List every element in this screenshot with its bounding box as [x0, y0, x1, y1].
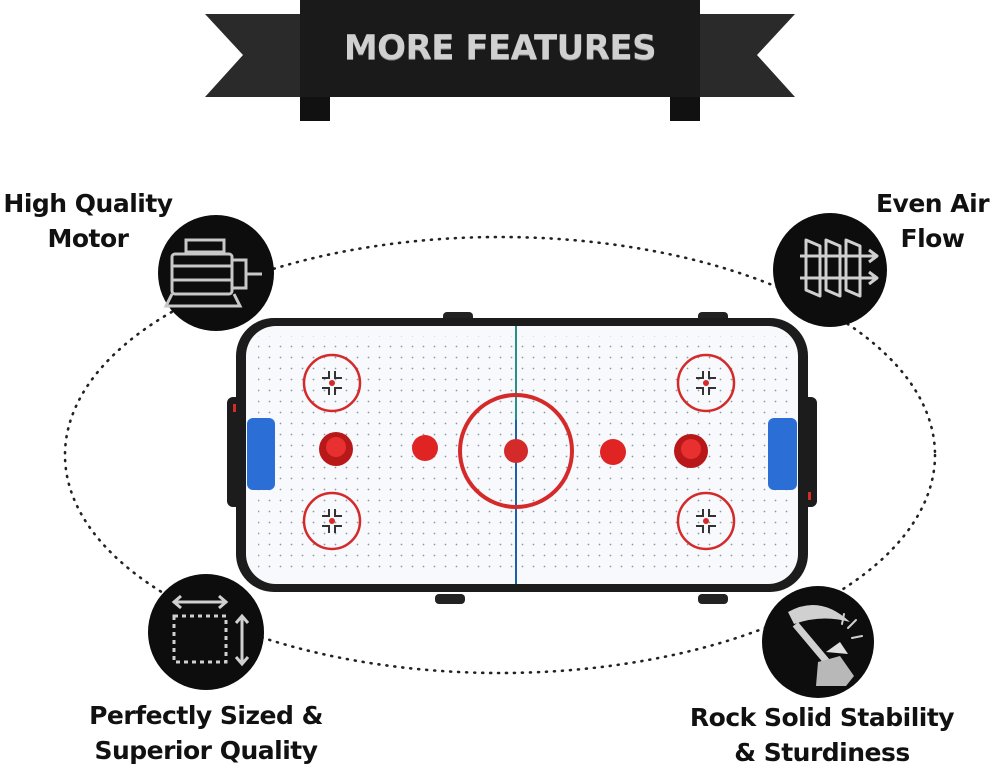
- feature-label-line: Flow: [900, 224, 965, 253]
- right-puck: [600, 439, 626, 465]
- feature-label-line: & Sturdiness: [734, 738, 910, 767]
- pickaxe-rock-icon: [762, 586, 874, 698]
- left-puck: [412, 435, 438, 461]
- right-goal: [768, 418, 797, 490]
- banner-title: MORE FEATURES: [343, 28, 657, 68]
- air-hockey-table: [227, 312, 817, 604]
- motor-icon: [158, 215, 274, 331]
- ribbon-left-tail: [205, 14, 300, 97]
- dotted-ellipse: [63, 235, 937, 675]
- feature-label-line: Rock Solid Stability: [689, 703, 955, 732]
- feature-label-motor: High Quality Motor: [0, 186, 176, 256]
- feature-label-line: Motor: [47, 224, 129, 253]
- ribbon-main: [300, 0, 700, 97]
- ribbon-banner: [205, 0, 795, 121]
- center-circle: [458, 393, 574, 509]
- feature-label-line: High Quality: [3, 189, 173, 218]
- feature-label-line: Perfectly Sized &: [89, 701, 323, 730]
- center-puck: [504, 439, 528, 463]
- feature-label-line: Even Air: [875, 189, 990, 218]
- feature-label-size: Perfectly Sized & Superior Quality: [75, 698, 337, 768]
- left-goal: [247, 418, 275, 490]
- dimensions-icon: [148, 574, 264, 690]
- ribbon-right-tail: [700, 14, 795, 97]
- air-flow-icon: [773, 213, 887, 327]
- left-striker: [319, 432, 353, 466]
- feature-label-line: Superior Quality: [94, 736, 318, 765]
- right-striker: [674, 434, 708, 468]
- feature-label-air-flow: Even Air Flow: [865, 186, 1000, 256]
- feature-label-stability: Rock Solid Stability & Sturdiness: [672, 700, 972, 770]
